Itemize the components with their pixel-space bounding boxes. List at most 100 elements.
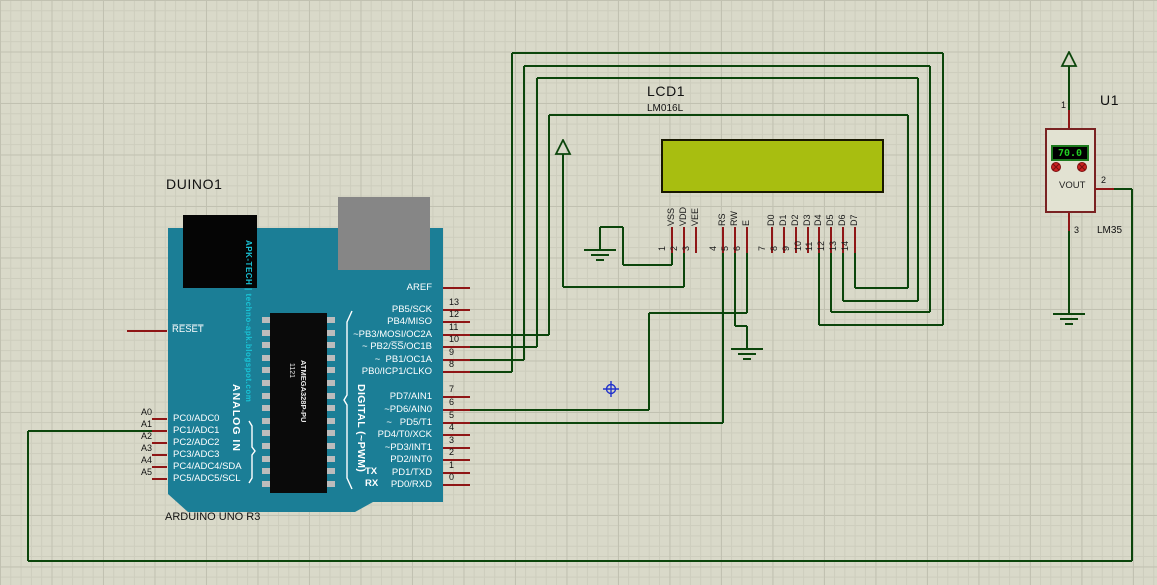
ground-symbol[interactable] [1053,313,1085,315]
lcd-pin-stub[interactable] [830,227,832,253]
lcd-pin-stub[interactable] [783,227,785,253]
arduino-analog-pin-stub[interactable] [152,442,167,444]
lcd-pin-stub[interactable] [771,227,773,253]
arduino-analog-pin-stub[interactable] [152,430,167,432]
arduino-digital-pin-stub[interactable] [443,359,470,361]
sensor-pin3-stub[interactable] [1068,213,1070,231]
arduino-digital-pin-stub[interactable] [443,346,470,348]
arduino-analog-pin-stub[interactable] [152,478,167,480]
wire-segment[interactable] [819,324,943,326]
power-symbol[interactable] [1060,51,1078,68]
arduino-digital-pin-stub[interactable] [443,371,470,373]
wire-segment[interactable] [511,53,513,372]
wire-segment[interactable] [671,253,673,265]
wire-segment[interactable] [1114,188,1132,190]
wire-segment[interactable] [599,227,601,249]
lcd-screen[interactable] [661,139,884,193]
wire-segment[interactable] [917,78,919,301]
arduino-digital-pin-stub[interactable] [443,434,470,436]
lcd-pin-stub[interactable] [795,227,797,253]
ground-symbol[interactable] [738,353,756,355]
arduino-digital-pin-stub[interactable] [443,459,470,461]
wire-segment[interactable] [563,286,684,288]
power-symbol[interactable] [554,139,572,156]
arduino-digital-pin-stub[interactable] [443,396,470,398]
wire-segment[interactable] [28,560,1132,562]
lcd-pin-stub[interactable] [734,227,736,253]
reset-pin-stub[interactable] [127,330,167,332]
arduino-analog-pin-stub[interactable] [152,418,167,420]
wire-segment[interactable] [683,253,685,287]
lcd-pin-stub[interactable] [683,227,685,253]
ground-symbol[interactable] [731,348,763,350]
sensor-adjust-knobs[interactable] [1048,161,1092,173]
lcd-pin-stub[interactable] [746,227,748,253]
arduino-digital-pin-stub[interactable] [443,409,470,411]
wire-segment[interactable] [818,253,820,325]
ground-symbol[interactable] [584,249,616,251]
arduino-ref-label[interactable]: DUINO1 [166,176,223,192]
lcd-pin-stub[interactable] [722,227,724,253]
wire-segment[interactable] [648,313,650,410]
wire-segment[interactable] [830,253,832,312]
wire-segment[interactable] [536,78,538,347]
arduino-digital-pin-stub[interactable] [443,334,470,336]
wire-segment[interactable] [843,300,918,302]
sensor-pin1-stub[interactable] [1068,110,1070,128]
aref-pin-stub[interactable] [443,287,470,289]
wire-segment[interactable] [27,431,29,561]
wire-segment[interactable] [28,430,152,432]
wire-segment[interactable] [942,53,944,325]
wire-segment[interactable] [549,114,908,116]
wire-segment[interactable] [722,253,724,423]
arduino-analog-pin-stub[interactable] [152,454,167,456]
wire-segment[interactable] [855,287,908,289]
wire-segment[interactable] [649,312,747,314]
wire-segment[interactable] [523,66,525,360]
lcd-pin-stub[interactable] [807,227,809,253]
lcd-pin-stub[interactable] [842,227,844,253]
arduino-analog-pin-stub[interactable] [152,466,167,468]
sensor-ref-label[interactable]: U1 [1100,92,1120,108]
wire-segment[interactable] [735,325,747,327]
lcd-pin-stub[interactable] [671,227,673,253]
arduino-digital-pin-stub[interactable] [443,447,470,449]
wire-segment[interactable] [842,253,844,301]
wire-segment[interactable] [467,346,537,348]
lcd-pin-stub[interactable] [854,227,856,253]
ground-symbol[interactable] [1060,318,1078,320]
wire-segment[interactable] [537,77,918,79]
wire-segment[interactable] [548,115,550,335]
wire-segment[interactable] [854,253,856,288]
wire-segment[interactable] [1131,189,1133,561]
arduino-digital-pin-stub[interactable] [443,484,470,486]
wire-segment[interactable] [746,326,748,348]
arduino-digital-pin-stub[interactable] [443,422,470,424]
wire-segment[interactable] [907,115,909,288]
wire-segment[interactable] [467,334,549,336]
wire-segment[interactable] [562,154,564,287]
arduino-digital-pin-stub[interactable] [443,472,470,474]
wire-segment[interactable] [467,359,524,361]
wire-segment[interactable] [1068,231,1070,313]
lcd-pin-stub[interactable] [818,227,820,253]
lcd-ref-label[interactable]: LCD1 [647,83,686,99]
wire-segment[interactable] [746,253,748,313]
wire-segment[interactable] [831,311,930,313]
wire-segment[interactable] [524,65,930,67]
wire-segment[interactable] [467,422,723,424]
lcd-pin-stub[interactable] [695,227,697,253]
wire-segment[interactable] [623,264,672,266]
wire-segment[interactable] [622,227,624,265]
wire-segment[interactable] [467,409,649,411]
wire-segment[interactable] [929,66,931,312]
arduino-digital-pin-stub[interactable] [443,309,470,311]
wire-segment[interactable] [467,371,512,373]
ground-symbol[interactable] [596,259,604,261]
sensor-pin2-stub[interactable] [1096,188,1114,190]
ground-symbol[interactable] [1065,323,1073,325]
wire-segment[interactable] [1068,66,1070,110]
wire-segment[interactable] [600,226,623,228]
wire-segment[interactable] [734,253,736,326]
